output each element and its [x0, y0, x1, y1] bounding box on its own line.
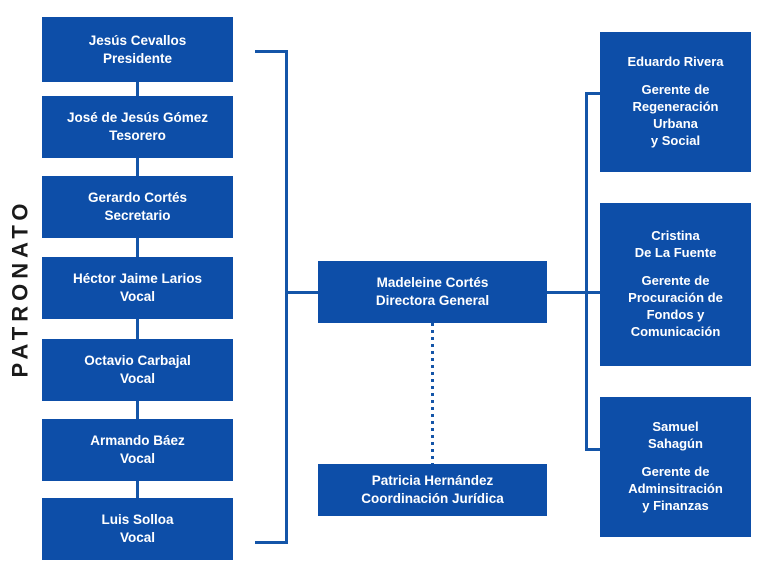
- board-member-2[interactable]: Gerardo Cortés Secretario: [42, 176, 233, 238]
- director-to-managers-link: [547, 291, 588, 294]
- board-member-3-role: Vocal: [119, 289, 155, 304]
- legal-role: Coordinación Jurídica: [361, 491, 504, 506]
- patronato-side-label-text: PATRONATO: [8, 198, 33, 378]
- manager-2-role-line-1: Adminsitración: [628, 480, 723, 496]
- board-member-4[interactable]: Octavio Carbajal Vocal: [42, 339, 233, 401]
- board-member-0[interactable]: Jesús Cevallos Presidente: [42, 17, 233, 82]
- manager-0-name-line-0: Eduardo Rivera: [627, 54, 724, 70]
- manager-node-2[interactable]: Samuel Sahagún Gerente de Adminsitración…: [600, 397, 751, 537]
- manager-0-role-line-2: Urbana: [653, 115, 698, 131]
- board-link-0-1: [136, 82, 139, 96]
- manager-0-role-line-0: Gerente de: [641, 82, 710, 98]
- legal-node[interactable]: Patricia Hernández Coordinación Jurídica: [318, 464, 547, 516]
- board-member-3-name: Héctor Jaime Larios: [72, 271, 203, 287]
- board-bracket-spine: [285, 50, 288, 544]
- board-link-3-4: [136, 319, 139, 339]
- board-bracket-top-arm: [255, 50, 288, 53]
- board-member-1-role: Tesorero: [109, 128, 166, 143]
- manager-2-name-line-1: Sahagún: [648, 436, 703, 452]
- board-link-1-2: [136, 158, 139, 176]
- director-to-legal-dotted-link: [431, 323, 434, 464]
- board-member-5-name: Armando Báez: [90, 433, 185, 449]
- board-bracket-bottom-arm: [255, 541, 288, 544]
- manager-1-role-line-2: Fondos y: [646, 306, 705, 322]
- manager-arm-0: [585, 92, 603, 95]
- manager-node-1[interactable]: Cristina De La Fuente Gerente de Procura…: [600, 203, 751, 366]
- board-member-4-name: Octavio Carbajal: [84, 353, 191, 369]
- board-to-director-link: [285, 291, 321, 294]
- manager-1-role-line-0: Gerente de: [641, 273, 710, 289]
- director-node[interactable]: Madeleine Cortés Directora General: [318, 261, 547, 323]
- board-member-2-role: Secretario: [104, 208, 171, 223]
- manager-2-role-line-0: Gerente de: [641, 464, 710, 480]
- legal-name: Patricia Hernández: [371, 473, 494, 489]
- board-member-0-name: Jesús Cevallos: [88, 32, 187, 48]
- manager-0-role-line-3: y Social: [650, 132, 701, 148]
- board-member-1[interactable]: José de Jesús Gómez Tesorero: [42, 96, 233, 158]
- board-member-5[interactable]: Armando Báez Vocal: [42, 419, 233, 481]
- board-member-5-role: Vocal: [119, 451, 155, 466]
- manager-1-role-line-1: Procuración de: [628, 290, 723, 306]
- manager-0-role-line-1: Regeneración: [632, 99, 719, 115]
- board-member-6[interactable]: Luis Solloa Vocal: [42, 498, 233, 560]
- board-member-1-name: José de Jesús Gómez: [66, 110, 209, 126]
- manager-2-name-line-0: Samuel: [652, 419, 699, 435]
- manager-2-role-line-2: y Finanzas: [642, 497, 709, 513]
- board-member-0-role: Presidente: [102, 50, 173, 66]
- manager-1-role-line-3: Comunicación: [630, 323, 721, 339]
- manager-1-name-line-0: Cristina: [651, 228, 700, 244]
- director-name: Madeleine Cortés: [376, 275, 489, 291]
- board-link-5-6: [136, 481, 139, 498]
- board-member-2-name: Gerardo Cortés: [87, 190, 188, 206]
- board-member-4-role: Vocal: [119, 371, 155, 386]
- board-member-6-role: Vocal: [119, 530, 155, 545]
- manager-node-0[interactable]: Eduardo Rivera Gerente de Regeneración U…: [600, 32, 751, 172]
- board-member-6-name: Luis Solloa: [101, 512, 174, 528]
- director-role: Directora General: [375, 293, 490, 308]
- manager-1-name-line-1: De La Fuente: [634, 245, 717, 261]
- board-link-2-3: [136, 238, 139, 257]
- board-link-4-5: [136, 401, 139, 419]
- managers-bracket-spine: [585, 92, 588, 451]
- manager-arm-2: [585, 448, 603, 451]
- manager-arm-1: [585, 291, 603, 294]
- board-member-3[interactable]: Héctor Jaime Larios Vocal: [42, 257, 233, 319]
- patronato-side-label: PATRONATO: [0, 0, 42, 576]
